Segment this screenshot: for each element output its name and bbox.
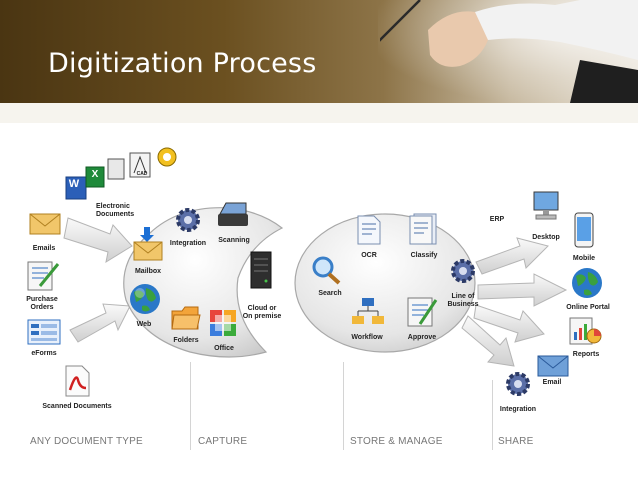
output-arrow-4	[461, 315, 515, 367]
email-label: Email	[542, 379, 562, 386]
workflow-icon	[352, 298, 384, 324]
output-arrow-3	[473, 304, 545, 343]
share-integration-gear-icon	[506, 372, 530, 396]
reports-label: Reports	[572, 351, 600, 358]
approve-icon	[407, 297, 438, 327]
eforms-icon	[27, 319, 61, 345]
output-arrow-1	[475, 237, 549, 275]
search-label: Search	[318, 290, 342, 297]
integration-gear-icon	[176, 208, 200, 232]
emails-label: Emails	[32, 245, 56, 252]
scanned-document-icon	[65, 365, 90, 397]
folders-label: Folders	[173, 337, 199, 344]
electronic-documents-label: Electronic Documents	[96, 203, 135, 218]
desktop-label: Desktop	[532, 234, 560, 241]
email-envelope-icon	[537, 355, 569, 377]
mailbox-label: Mailbox	[134, 268, 162, 275]
approve-label: Approve	[407, 334, 437, 341]
divider-capture	[190, 362, 191, 450]
output-arrow-2	[477, 273, 568, 307]
scanner-icon	[218, 202, 248, 226]
folders-icon	[171, 306, 201, 330]
purchase-orders-icon	[27, 261, 60, 291]
divider-share	[492, 380, 493, 450]
section-any-document-type: ANY DOCUMENT TYPE	[30, 436, 143, 447]
web-label: Web	[136, 321, 152, 328]
ocr-label: OCR	[361, 252, 377, 259]
section-share: SHARE	[498, 436, 534, 447]
web-globe-icon	[130, 284, 160, 314]
excel-icon-letter: X	[91, 169, 99, 180]
search-magnifier-icon	[312, 256, 341, 285]
reports-icon	[569, 317, 602, 345]
workflow-label: Workflow	[351, 334, 383, 341]
mobile-phone-icon	[574, 212, 594, 248]
subheader-band	[0, 103, 638, 123]
title-banner: Digitization Process	[0, 0, 638, 103]
office-icon	[210, 310, 236, 336]
divider-store	[343, 362, 344, 450]
classify-label: Classify	[410, 252, 438, 259]
purchase-orders-label: Purchase Orders	[26, 296, 58, 311]
scanning-label: Scanning	[218, 237, 250, 244]
capture-integration-label: Integration	[169, 240, 207, 247]
hand-with-pen-image	[380, 0, 638, 103]
scanned-documents-label: Scanned Documents	[42, 403, 112, 410]
erp-label: ERP	[489, 216, 505, 223]
share-integration-label: Integration	[499, 406, 537, 413]
input-arrow-top	[63, 217, 133, 264]
classify-document-icon	[409, 213, 437, 245]
online-portal-globe-icon	[572, 268, 602, 298]
desktop-icon	[533, 191, 559, 220]
eforms-label: eForms	[31, 350, 57, 357]
electronic-documents-icons	[65, 147, 177, 200]
line-of-business-label: Line of Business	[447, 293, 479, 308]
ocr-document-icon	[357, 215, 381, 245]
mailbox-icon	[133, 227, 163, 261]
server-icon	[250, 251, 272, 289]
cloud-on-premise-label: Cloud or On premise	[242, 305, 282, 320]
word-icon-letter: W	[68, 178, 80, 190]
line-of-business-gear-icon	[451, 259, 475, 283]
section-store-manage: STORE & MANAGE	[350, 436, 443, 447]
office-label: Office	[214, 345, 234, 352]
emails-icon	[29, 213, 61, 235]
cad-icon-label: CAD	[136, 171, 148, 177]
online-portal-label: Online Portal	[566, 304, 610, 311]
section-capture: CAPTURE	[198, 436, 248, 447]
mobile-label: Mobile	[572, 255, 596, 262]
slide-title: Digitization Process	[48, 48, 317, 79]
input-arrow-bottom	[69, 303, 131, 343]
